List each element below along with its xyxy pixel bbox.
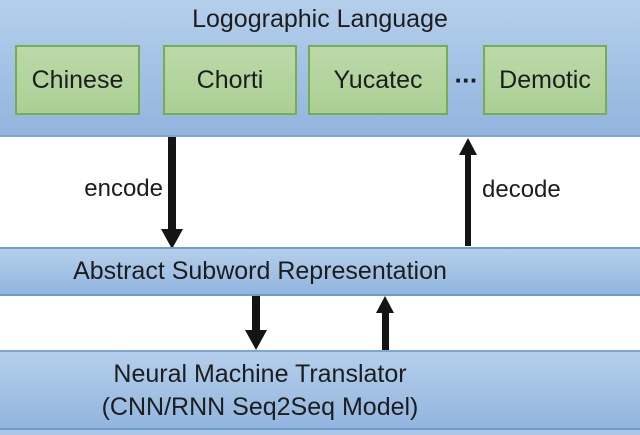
language-label-demotic: Demotic (499, 65, 591, 94)
decode-arrowhead-icon (459, 138, 477, 155)
ellipsis-more-languages: ··· (454, 64, 479, 95)
down-arrowhead-icon (245, 330, 267, 350)
encode-arrow-shaft (168, 137, 176, 230)
encode-arrowhead-icon (161, 229, 183, 249)
language-label-yucatec: Yucatec (333, 65, 423, 94)
logographic-language-panel: Logographic Language Chinese Chorti Yuca… (0, 0, 640, 137)
decode-arrow-shaft (465, 153, 471, 246)
language-label-chorti: Chorti (196, 65, 264, 94)
up-arrowhead-icon (376, 296, 394, 313)
language-box-chorti: Chorti (163, 45, 297, 115)
neural-machine-translator-text: Neural Machine Translator (CNN/RNN Seq2S… (0, 358, 520, 424)
down-arrow-shaft (252, 296, 260, 331)
up-arrow-shaft (382, 312, 389, 351)
bottom-edge-strip (0, 430, 640, 435)
encode-label: encode (84, 175, 163, 202)
nmt-subtitle-line: (CNN/RNN Seq2Seq Model) (101, 393, 419, 421)
nmt-title-line: Neural Machine Translator (113, 360, 407, 388)
neural-machine-translator-box: Neural Machine Translator (CNN/RNN Seq2S… (0, 350, 640, 430)
abstract-subword-representation-label: Abstract Subword Representation (73, 257, 447, 285)
abstract-subword-representation-bar: Abstract Subword Representation (0, 247, 640, 296)
language-box-chinese: Chinese (15, 45, 140, 115)
language-box-yucatec: Yucatec (308, 45, 448, 115)
panel-title: Logographic Language (192, 5, 448, 33)
language-box-demotic: Demotic (483, 45, 607, 115)
language-label-chinese: Chinese (31, 65, 124, 94)
decode-label: decode (482, 176, 561, 203)
